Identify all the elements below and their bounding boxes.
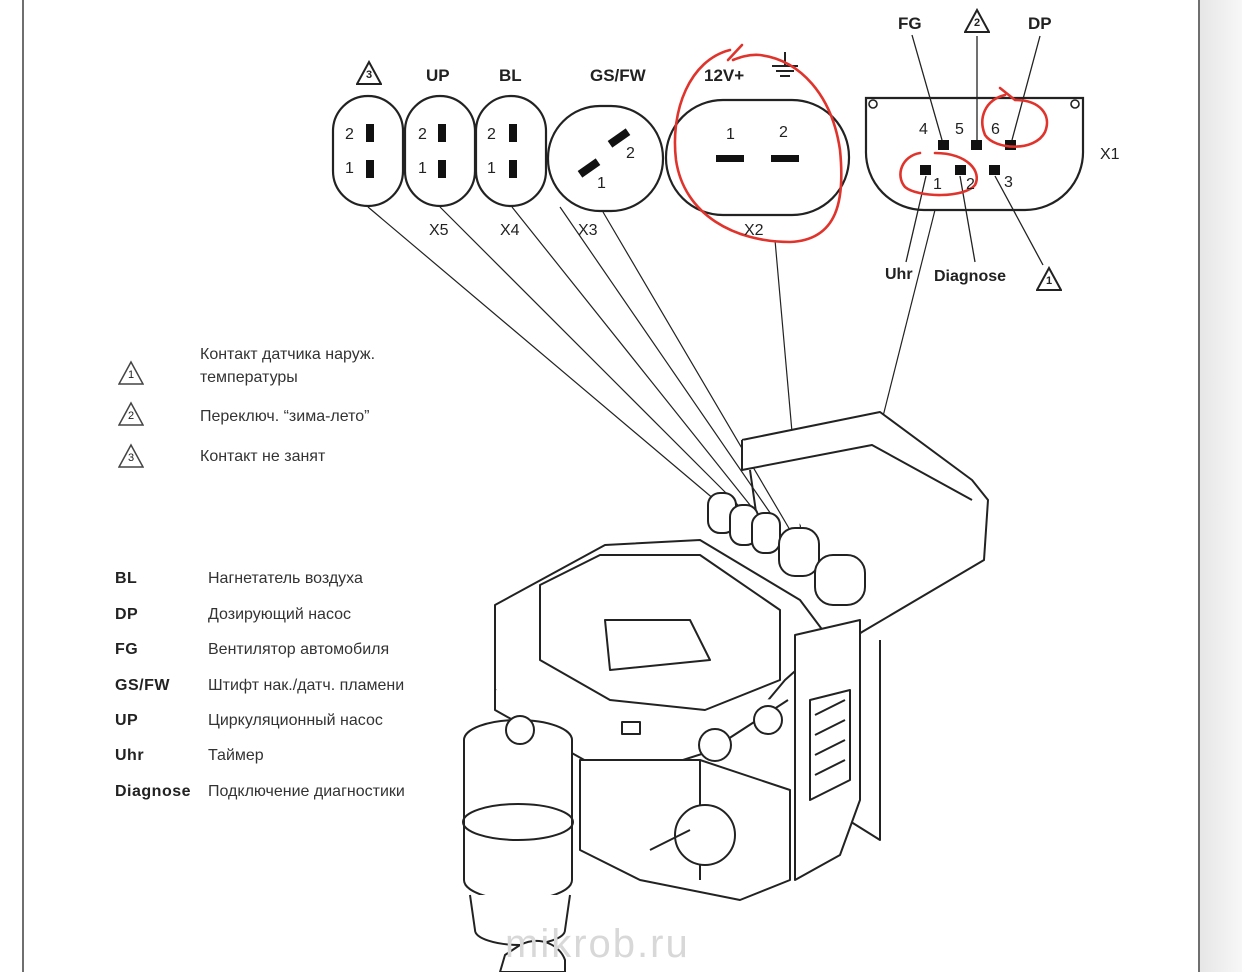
x5-name: X5 [429, 222, 449, 239]
up-header: UP [426, 66, 450, 85]
abbr-uhr: Uhr [115, 747, 145, 764]
page-border-left [22, 0, 24, 972]
x3-pin-2 [607, 128, 631, 148]
viewer-background [1200, 0, 1242, 972]
abbr-fg: FG [115, 641, 139, 658]
x2-pin-2-label: 2 [779, 124, 788, 141]
x1-pin-4 [938, 140, 949, 150]
x1-pin-1-label: 1 [933, 176, 942, 193]
x2-highlight-circle [673, 48, 843, 244]
note-1-symbol-x1: 1 [1035, 265, 1063, 292]
legend-note-1-line1: Контакт датчика наруж. [200, 346, 376, 363]
x3-name: X3 [578, 222, 598, 239]
x1-pin-2 [955, 165, 966, 175]
connector-x4-outline [474, 94, 548, 208]
x1-pin-3-label: 3 [1004, 174, 1013, 191]
heater-unit [462, 411, 989, 972]
up-pin-1 [438, 160, 446, 178]
x1-pin-6 [1005, 140, 1016, 150]
dp-header: DP [1028, 14, 1052, 33]
connector-up-outline [403, 94, 477, 208]
x4-name: X4 [500, 222, 520, 239]
fg-header: FG [898, 14, 922, 33]
up-pin-1-label: 1 [418, 160, 427, 177]
x3-pin-2-label: 2 [626, 145, 635, 162]
note-2-symbol-top: 2 [963, 7, 991, 34]
abbr-dp-desc: Дозирующий насос [208, 606, 352, 623]
x3-pin-1 [577, 158, 601, 178]
abbr-fg-desc: Вентилятор автомобиля [208, 641, 390, 658]
legend-note-1-line2: температуры [200, 369, 298, 386]
uhr-label: Uhr [885, 266, 913, 283]
12v-header: 12V+ [704, 66, 745, 85]
connector-x1-outline [864, 96, 1085, 212]
abbr-uhr-desc: Таймер [208, 747, 264, 764]
x1-pin-3 [989, 165, 1000, 175]
ground-icon [772, 52, 798, 77]
x4-pin-1-label: 1 [487, 160, 496, 177]
x1-pin-2-label: 2 [966, 176, 975, 193]
x1-mount-hole-right [1070, 99, 1080, 109]
legend-note-3-text: Контакт не занят [200, 448, 326, 465]
abbr-bl: BL [115, 570, 138, 587]
legend-note-2-text: Переключ. “зима-лето” [200, 408, 370, 425]
legend-note-1-icon: 1 [117, 360, 145, 386]
x5-pin-1-label: 1 [345, 160, 354, 177]
connector-x3-outline [546, 104, 665, 213]
x5-pin-2-label: 2 [345, 126, 354, 143]
x4-pin-1 [509, 160, 517, 178]
x4-pin-2 [509, 124, 517, 142]
legend-note-2-icon: 2 [117, 401, 145, 427]
abbr-gsfw: GS/FW [115, 677, 170, 694]
note-3-symbol: 3 [355, 59, 383, 86]
x1-pin-1 [920, 165, 931, 175]
x2-pin-1 [716, 155, 744, 162]
up-pin-2-label: 2 [418, 126, 427, 143]
bl-header: BL [499, 66, 522, 85]
abbr-up: UP [115, 712, 139, 729]
x1-pin-4-label: 4 [919, 121, 928, 138]
x1-pin-5-label: 5 [955, 121, 964, 138]
abbr-diagnose: Diagnose [115, 783, 192, 800]
x1-name: X1 [1100, 146, 1120, 163]
abbr-gsfw-desc: Штифт нак./датч. пламени [208, 677, 405, 694]
gsfw-header: GS/FW [590, 66, 646, 85]
x1-mount-hole-left [868, 99, 878, 109]
x5-pin-1 [366, 160, 374, 178]
x3-pin-1-label: 1 [597, 175, 606, 192]
x2-name: X2 [744, 222, 764, 239]
connector-x2-outline [664, 98, 851, 217]
connector-x5-outline [331, 94, 405, 208]
abbr-up-desc: Циркуляционный насос [208, 712, 383, 729]
watermark-text: mikrob.ru [505, 922, 690, 966]
dp-pin-highlight [981, 86, 1049, 148]
legend-note-3-icon: 3 [117, 443, 145, 469]
up-pin-2 [438, 124, 446, 142]
x2-pin-2 [771, 155, 799, 162]
x5-pin-2 [366, 124, 374, 142]
abbr-bl-desc: Нагнетатель воздуха [208, 570, 363, 587]
page-border-right [1198, 0, 1200, 972]
red-annotations [673, 43, 1049, 244]
x1-pin-6-label: 6 [991, 121, 1000, 138]
x1-pins-highlight [899, 151, 978, 197]
x1-pin-5 [971, 140, 982, 150]
abbr-dp: DP [115, 606, 139, 623]
abbr-diagnose-desc: Подключение диагностики [208, 783, 405, 800]
diagnose-label: Diagnose [934, 268, 1007, 285]
x2-pin-1-label: 1 [726, 126, 735, 143]
x4-pin-2-label: 2 [487, 126, 496, 143]
